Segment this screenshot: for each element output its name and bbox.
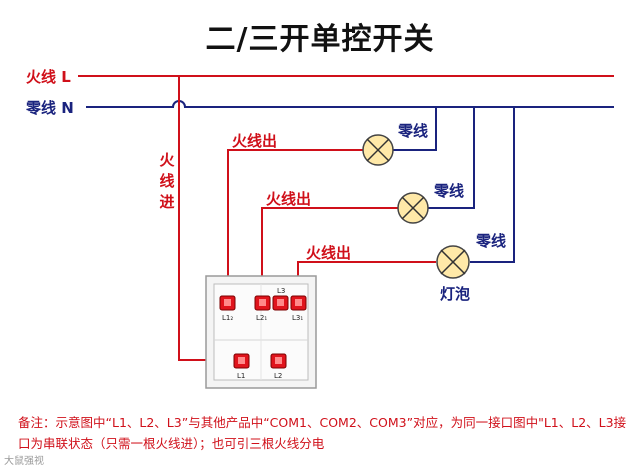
lamp-1	[362, 134, 394, 166]
terminal-top-l3a	[272, 295, 289, 311]
lamp-3	[436, 245, 470, 279]
neutral-wire-1	[392, 107, 437, 151]
terminal-label-bottom-1: L1	[237, 372, 245, 380]
terminal-label-top-1: L1₂	[222, 314, 233, 322]
watermark: 大鼠强视	[4, 456, 44, 467]
neutral-label-2: 零线	[434, 182, 465, 200]
neutral-wire-2	[428, 107, 475, 209]
live-out-wire-2	[261, 207, 398, 302]
neutral-line-label: 零线 N	[26, 99, 74, 117]
terminal-bottom-l1	[233, 353, 250, 369]
live-out-label-2: 火线出	[266, 190, 312, 208]
lamp-label: 灯泡	[440, 285, 471, 303]
switch-body	[205, 275, 317, 389]
terminal-label-top-2: L2₁	[256, 314, 267, 322]
terminal-label-top-4: L3₁	[292, 314, 303, 322]
terminal-top-l3b	[290, 295, 307, 311]
live-out-wire-1	[227, 149, 364, 302]
footnote-tail: 电	[311, 436, 325, 451]
terminal-bottom-l2	[270, 353, 287, 369]
footnote-text: 备注：示意图中“L1、L2、L3”与其他产品中“COM1、COM2、COM3”对…	[18, 415, 627, 451]
live-out-label-3: 火线出	[306, 244, 352, 262]
terminal-label-bottom-2: L2	[274, 372, 282, 380]
terminal-top-l2	[254, 295, 271, 311]
neutral-wire-3	[470, 107, 515, 263]
footnote: 备注：示意图中“L1、L2、L3”与其他产品中“COM1、COM2、COM3”对…	[18, 412, 628, 454]
lamp-2	[397, 192, 429, 224]
live-in-label: 火线进	[159, 151, 175, 211]
live-out-wire-3	[297, 261, 436, 302]
diagram-title: 二/三开单控开关	[205, 22, 435, 57]
terminal-top-l1	[219, 295, 236, 311]
live-line-label: 火线 L	[26, 68, 71, 86]
neutral-mains-line	[86, 100, 614, 108]
neutral-label-3: 零线	[476, 232, 507, 250]
live-out-label-1: 火线出	[232, 132, 278, 150]
terminal-label-top-3: L3	[277, 287, 285, 295]
neutral-label-1: 零线	[398, 122, 429, 140]
